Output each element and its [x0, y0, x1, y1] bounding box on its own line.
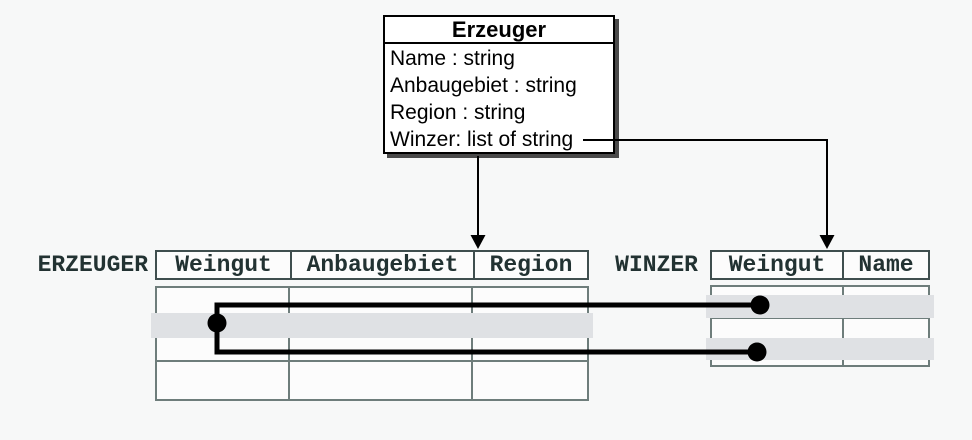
class-attribute-region: Region : string — [390, 101, 526, 124]
erzeuger-header-cell-anbaugebiet: Anbaugebiet — [290, 252, 473, 278]
column-divider — [842, 287, 844, 365]
winzer-arrow-line — [583, 139, 828, 238]
row-divider — [712, 317, 928, 319]
winzer-row-highlight-2 — [706, 338, 934, 360]
winzer-table-label: WINZER — [615, 252, 698, 278]
erzeuger-header-cell-weingut: Weingut — [175, 252, 272, 278]
winzer-header-cell-weingut: Weingut — [728, 252, 826, 278]
class-attribute-winzer: Winzer: list of string — [390, 128, 574, 151]
column-divider — [288, 288, 290, 399]
erzeuger-table-body — [155, 286, 589, 401]
erzeuger-table-label: ERZEUGER — [37, 252, 148, 278]
row-divider — [157, 360, 587, 362]
winzer-header-cell-name: Name — [842, 252, 928, 278]
winzer-arrowhead-icon — [819, 235, 835, 249]
winzer-row-highlight-1 — [706, 295, 934, 318]
class-attribute-list: Name : string Anbaugebiet : string Regio… — [385, 44, 613, 153]
erzeuger-header-cell-region: Region — [473, 252, 587, 278]
winzer-table-header: Weingut Name — [710, 250, 930, 280]
erzeuger-row-highlight — [151, 313, 593, 338]
erzeuger-table-header: Weingut Anbaugebiet Region — [155, 250, 589, 280]
class-box-erzeuger: Erzeuger Name : string Anbaugebiet : str… — [383, 15, 615, 154]
erzeuger-arrowhead-icon — [470, 235, 486, 249]
class-title: Erzeuger — [385, 17, 613, 44]
class-attribute-anbaugebiet: Anbaugebiet : string — [390, 74, 577, 97]
class-attribute-name: Name : string — [390, 47, 515, 70]
column-divider — [471, 288, 473, 399]
